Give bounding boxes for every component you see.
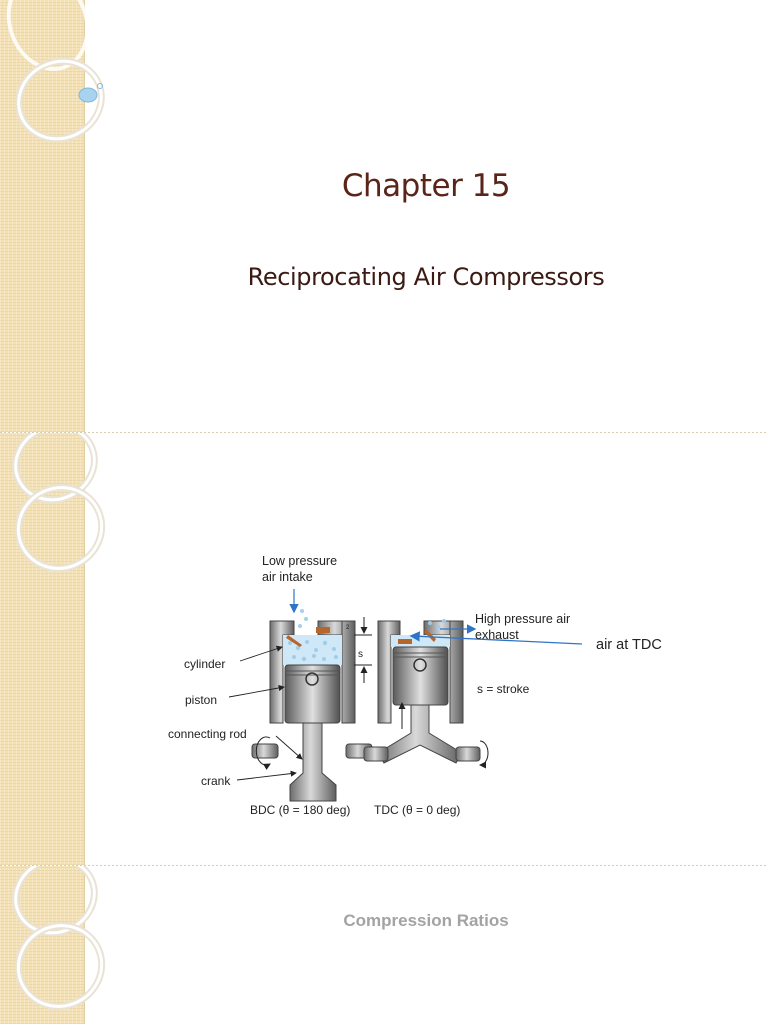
slide-compression-ratios: Compression Ratios xyxy=(0,866,768,1024)
slide-separator xyxy=(0,865,768,866)
stroke-definition: s = stroke xyxy=(477,682,530,696)
small-mark-label: 2 xyxy=(346,625,350,631)
compression-ratios-title: Compression Ratios xyxy=(343,911,509,930)
compressor-diagram: s 2 Low pressure air intake High pressur… xyxy=(168,554,662,817)
crank-label: crank xyxy=(201,774,231,788)
cylinder-leader xyxy=(239,645,283,662)
piston-leader xyxy=(228,684,285,698)
exhaust-label-line1: High pressure air xyxy=(475,612,570,626)
cylinder-label: cylinder xyxy=(184,657,225,671)
stroke-symbol-label: s xyxy=(358,649,363,660)
cylinder-tdc xyxy=(363,619,489,769)
decorative-band xyxy=(0,0,85,432)
ring-decoration xyxy=(12,866,106,1010)
decorative-band xyxy=(0,433,85,865)
air-tdc-label: air at TDC xyxy=(596,637,662,653)
connecting-rod-leader xyxy=(275,735,303,760)
piston-label: piston xyxy=(185,693,217,707)
intake-label-line2: air intake xyxy=(262,570,313,584)
chapter-title: Chapter 15 xyxy=(341,168,511,204)
cylinder-bdc xyxy=(251,609,373,802)
connecting-rod-label: connecting rod xyxy=(168,727,247,741)
crank-leader xyxy=(236,770,297,781)
ring-decoration xyxy=(12,433,106,572)
slide-separator xyxy=(0,432,768,433)
air-tdc-arrow xyxy=(409,631,583,645)
chapter-subtitle: Reciprocating Air Compressors xyxy=(247,263,605,291)
intake-label-line1: Low pressure xyxy=(262,554,337,568)
slide-title: Chapter 15 Reciprocating Air Compressors xyxy=(0,0,768,432)
tdc-label: TDC (θ = 0 deg) xyxy=(374,803,460,817)
slide-diagram: s 2 Low pressure air intake High pressur… xyxy=(0,433,768,865)
exhaust-label-line2: exhaust xyxy=(475,628,519,642)
stroke-dimension: s 2 xyxy=(346,617,372,683)
bdc-label: BDC (θ = 180 deg) xyxy=(250,803,350,817)
ring-decoration xyxy=(6,0,105,143)
